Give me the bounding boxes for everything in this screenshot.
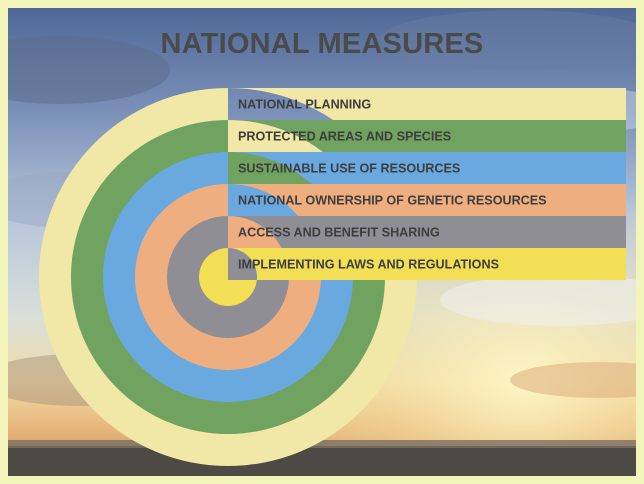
band-shape (199, 248, 626, 306)
band-label-protected-areas: PROTECTED AREAS AND SPECIES (238, 130, 451, 144)
band-label-genetic-ownership: NATIONAL OWNERSHIP OF GENETIC RESOURCES (238, 194, 547, 208)
slide-title: NATIONAL MEASURES (160, 28, 484, 60)
band-label-national-planning: NATIONAL PLANNING (238, 98, 371, 112)
band-access-benefit (167, 216, 626, 338)
band-shape (167, 216, 626, 338)
band-implementing-laws (199, 248, 626, 306)
band-label-sustainable-use: SUSTAINABLE USE OF RESOURCES (238, 162, 460, 176)
band-label-implementing-laws: IMPLEMENTING LAWS AND REGULATIONS (238, 258, 499, 272)
band-label-access-benefit: ACCESS AND BENEFIT SHARING (238, 226, 440, 240)
